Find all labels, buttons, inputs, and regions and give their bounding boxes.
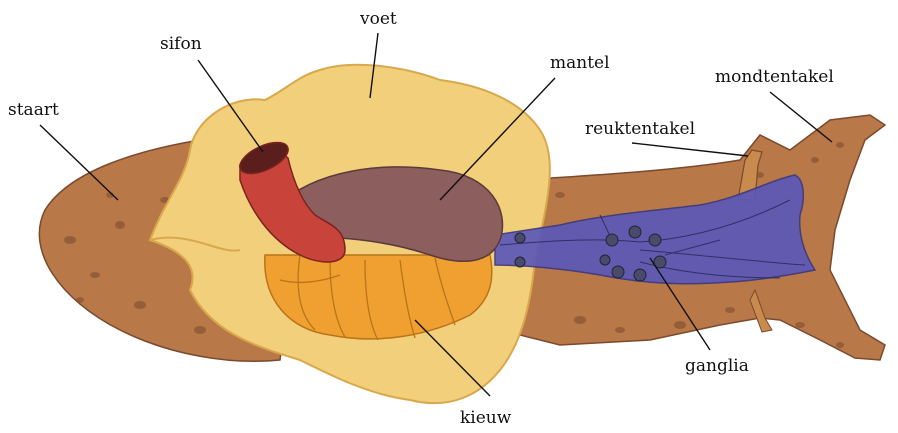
leader-mondtentakel (770, 92, 832, 142)
label-mondtentakel: mondtentakel (715, 67, 834, 87)
label-kieuw: kieuw (460, 408, 512, 428)
label-voet: voet (359, 9, 397, 29)
label-staart: staart (8, 100, 59, 120)
label-ganglia: ganglia (685, 356, 749, 376)
label-mantel: mantel (550, 53, 610, 73)
label-sifon: sifon (160, 34, 202, 54)
label-reuktentakel: reuktentakel (585, 119, 695, 139)
leader-reuktentakel (632, 143, 748, 156)
